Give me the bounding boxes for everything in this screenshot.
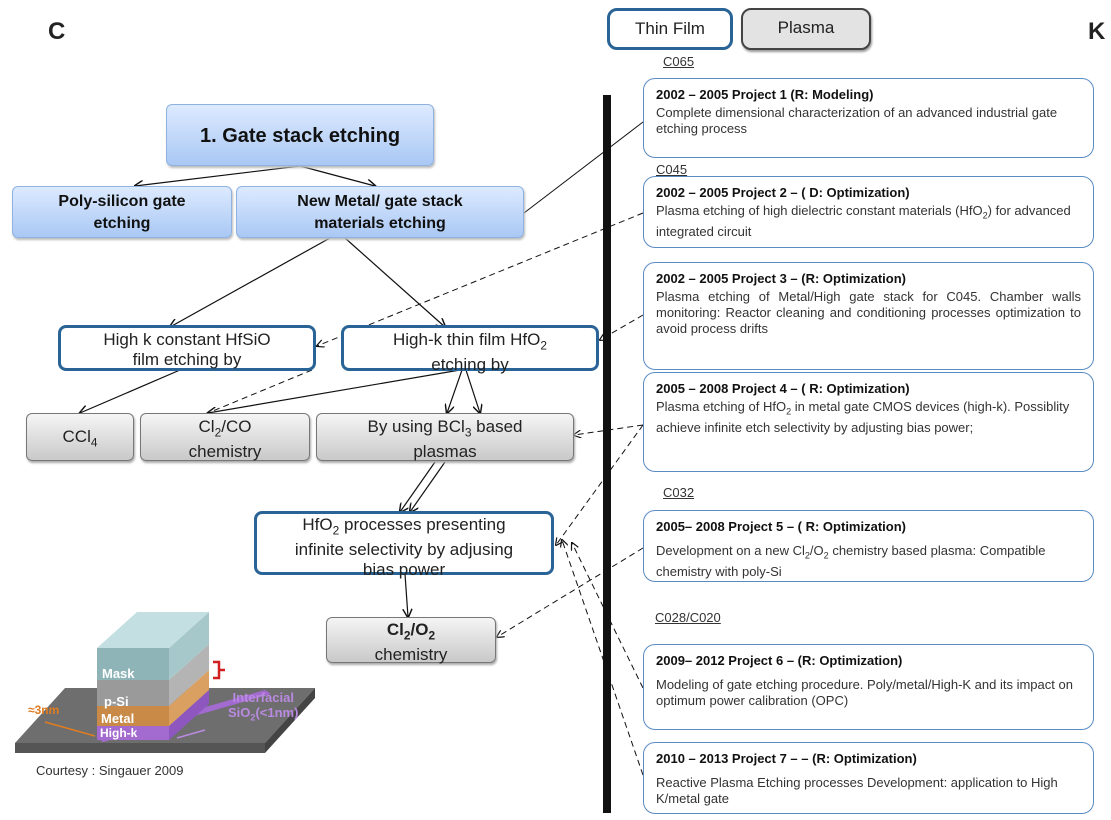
stack-highk-layer	[97, 726, 169, 740]
tab-plasma[interactable]: Plasma	[741, 8, 871, 50]
edge-sel-clo2	[405, 573, 408, 617]
node-code-c045: C045	[656, 162, 688, 177]
corner-label-right: K	[1088, 18, 1106, 45]
project-card-5: 2005– 2008 Project 5 – ( R: Optimization…	[643, 510, 1094, 582]
link-p1-metal	[523, 121, 644, 214]
edge-bcl3-sel-a	[400, 461, 436, 512]
edge-highk-clco-dashed	[207, 369, 313, 414]
edge-metal-hfo2	[344, 237, 445, 327]
link-p5-clo2	[497, 547, 644, 637]
node-gate-stack-etching: 1. Gate stack etching	[166, 104, 434, 166]
node-cl2-o2: Cl2/O2 chemistry	[326, 617, 496, 664]
tab-thin-film[interactable]: Thin Film	[607, 8, 733, 50]
edge-highk-ccl4	[80, 369, 181, 413]
corner-label-left: C	[48, 18, 66, 45]
node-hfo2-selectivity: HfO2 processes presenting infinite selec…	[254, 511, 554, 579]
stack-metal-layer	[97, 706, 169, 726]
image-caption: Courtesy : Singauer 2009	[36, 763, 184, 778]
node-bcl3: By using BCl3 based plasmas	[316, 413, 574, 461]
node-cl2-co: Cl2/CO chemistry	[140, 413, 310, 461]
project-card-7: 2010 – 2013 Project 7 – – (R: Optimizati…	[643, 742, 1094, 814]
link-p2-highk	[317, 212, 644, 346]
stack-mask-layer	[97, 648, 169, 680]
link-p4-sel	[556, 424, 644, 545]
node-code-c032: C032	[663, 485, 695, 500]
stack-label-highk: High-k	[100, 726, 138, 740]
edge-hfo2-bcl3-b	[465, 369, 480, 413]
node-code-c028-c020: C028/C020	[655, 610, 721, 625]
stack-psi-layer	[97, 680, 169, 706]
edge-hfo2-bcl3-a	[447, 369, 463, 413]
project-card-3: 2002 – 2005 Project 3 – (R: Optimization…	[643, 262, 1094, 370]
edge-root-metal	[299, 165, 375, 186]
stack-label-interfacial: Interfacial SiO2(<1nm)	[228, 690, 299, 723]
stack-label-psi: p-Si	[104, 694, 129, 709]
link-p7-sel	[562, 540, 644, 776]
project-card-2: 2002 – 2005 Project 2 – ( D: Optimizatio…	[643, 176, 1094, 248]
project-card-1: 2002 – 2005 Project 1 (R: Modeling) Comp…	[643, 78, 1094, 158]
edge-root-poly	[135, 165, 301, 186]
node-ccl4: CCl4	[26, 413, 134, 461]
gate-stack-illustration	[15, 612, 315, 753]
timeline-bar	[603, 95, 611, 813]
stack-label-metal: Metal	[101, 711, 135, 726]
edge-bcl3-sel-b	[410, 461, 446, 512]
stack-label-mask: Mask	[102, 666, 135, 681]
stack-label-thickness: ≈3nm	[28, 703, 60, 717]
project-card-6: 2009– 2012 Project 6 – (R: Optimization)…	[643, 644, 1094, 730]
edge-metal-highk	[170, 237, 331, 327]
project-card-4: 2005 – 2008 Project 4 – ( R: Optimizatio…	[643, 372, 1094, 472]
node-code-c065: C065	[663, 54, 695, 69]
edge-hfo2-clco	[208, 369, 461, 413]
